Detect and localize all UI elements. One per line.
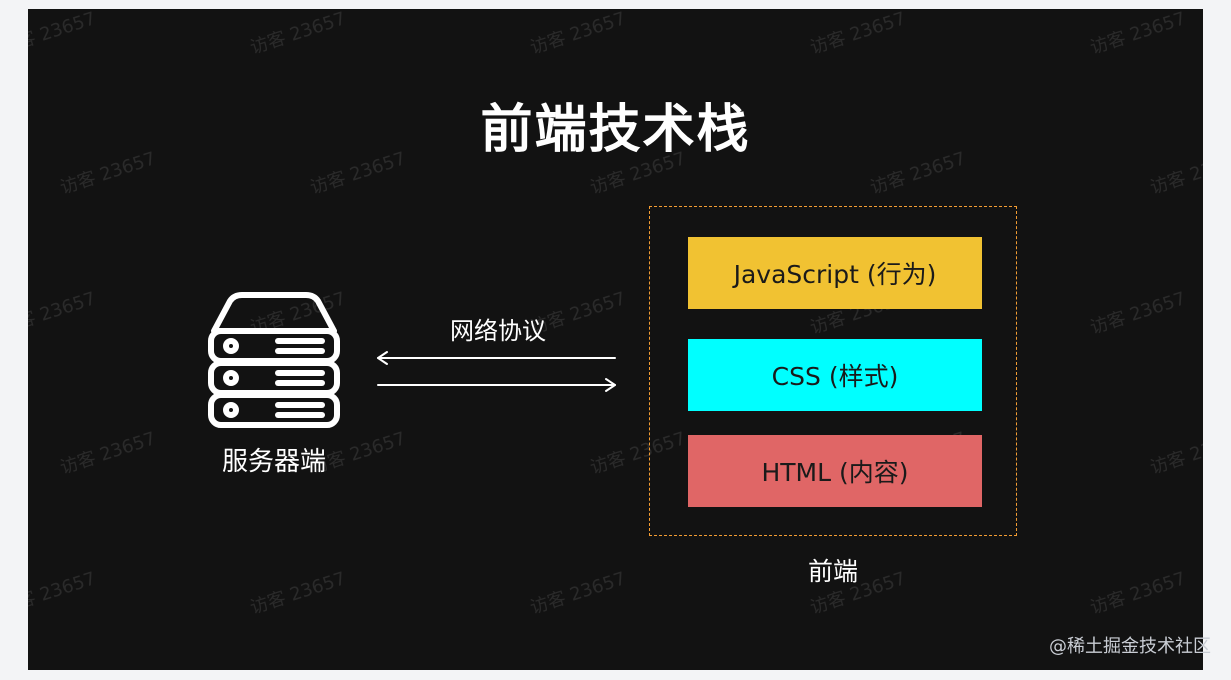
arrow-right-icon xyxy=(377,378,616,392)
watermark-text: 访客 23657 xyxy=(247,9,349,59)
layer-javascript: JavaScript (行为) xyxy=(688,237,982,309)
server-top-cap xyxy=(211,292,337,334)
bidirectional-arrows xyxy=(377,351,616,392)
layer-css: CSS (样式) xyxy=(688,339,982,411)
watermark-text: 访客 23657 xyxy=(28,9,99,59)
layer-html: HTML (内容) xyxy=(688,435,982,507)
watermark-text: 访客 23657 xyxy=(1087,9,1189,59)
server-unit-1 xyxy=(208,328,340,364)
diagram-title: 前端技术栈 xyxy=(480,100,751,160)
watermark-text: 访客 23657 xyxy=(1087,288,1189,339)
frontend-container: JavaScript (行为) CSS (样式) HTML (内容) xyxy=(649,206,1017,536)
protocol-label: 网络协议 xyxy=(450,317,546,345)
server-led-2 xyxy=(223,370,239,386)
watermark-text: 访客 23657 xyxy=(527,9,629,59)
diagram-slide: 访客 23657 访客 23657 访客 23657 访客 23657 访客 23657… xyxy=(28,9,1203,670)
watermark-text: 访客 23657 xyxy=(28,288,99,339)
watermark-text: 访客 23657 xyxy=(1087,568,1189,619)
server-led-3 xyxy=(223,402,239,418)
server-label: 服务器端 xyxy=(221,447,326,477)
watermark-text: 访客 23657 xyxy=(57,428,159,479)
watermark-text: 访客 23657 xyxy=(28,568,99,619)
frontend-label: 前端 xyxy=(807,557,858,586)
watermark-text: 访客 23657 xyxy=(527,568,629,619)
arrow-left-icon xyxy=(377,351,616,365)
server-unit-2 xyxy=(208,360,340,396)
server-unit-3 xyxy=(208,392,340,428)
site-credit: @稀土掘金技术社区 xyxy=(1049,636,1211,657)
server-icon xyxy=(208,292,340,428)
watermark-text: 访客 23657 xyxy=(807,9,909,59)
server-led-1 xyxy=(223,338,239,354)
watermark-text: 访客 23657 xyxy=(247,568,349,619)
watermark-text: 访客 23657 xyxy=(1147,428,1203,479)
